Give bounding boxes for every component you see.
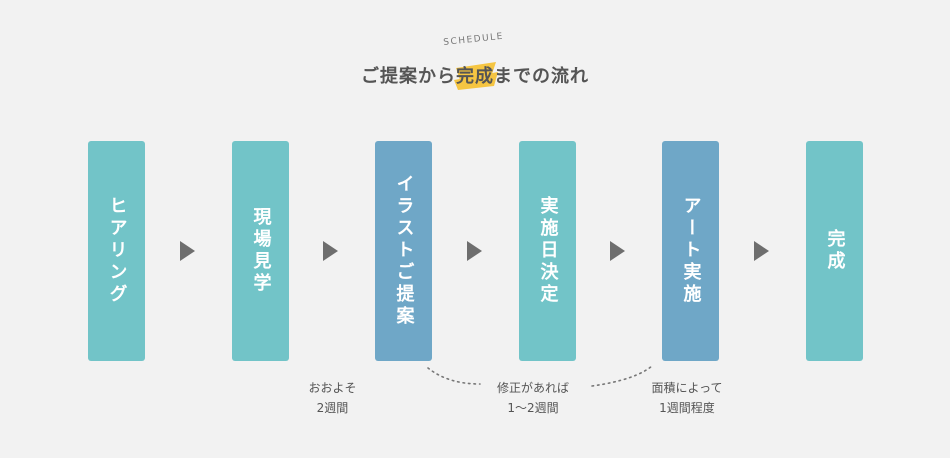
duration-note-line: 修正があれば: [496, 381, 569, 395]
step-illustration-proposal: イラストご提案: [375, 141, 432, 361]
duration-note: 修正があれば 1〜2週間: [478, 378, 588, 418]
arrow-right-icon: [323, 241, 338, 261]
step-hearing: ヒアリング: [88, 141, 145, 361]
duration-note-line: 2週間: [316, 401, 349, 415]
arrow-right-icon: [467, 241, 482, 261]
header: SCHEDULE ご提案から完成までの流れ: [0, 32, 950, 98]
step-completion: 完成: [806, 141, 863, 361]
title-highlight-mark: [454, 62, 498, 90]
step-label: アート実施: [680, 196, 702, 306]
duration-note-line: 面積によって: [651, 381, 723, 395]
duration-note-line: 1〜2週間: [507, 401, 559, 415]
step-label: ヒアリング: [106, 196, 128, 306]
page-title: ご提案から完成までの流れ: [361, 66, 589, 87]
step-label: 完成: [824, 229, 846, 273]
duration-note: おおよそ 2週間: [290, 378, 375, 418]
arrow-right-icon: [180, 241, 195, 261]
step-site-visit: 現場見学: [232, 141, 289, 361]
step-art-execution: アート実施: [662, 141, 719, 361]
duration-note: 面積によって 1週間程度: [632, 378, 742, 418]
step-label: 現場見学: [250, 207, 272, 295]
step-label: 実施日決定: [537, 196, 559, 306]
arrow-right-icon: [754, 241, 769, 261]
duration-note-line: 1週間程度: [659, 401, 715, 415]
duration-note-line: おおよそ: [308, 381, 357, 395]
arrow-right-icon: [610, 241, 625, 261]
step-schedule-decision: 実施日決定: [519, 141, 576, 361]
step-label: イラストご提案: [393, 174, 415, 328]
